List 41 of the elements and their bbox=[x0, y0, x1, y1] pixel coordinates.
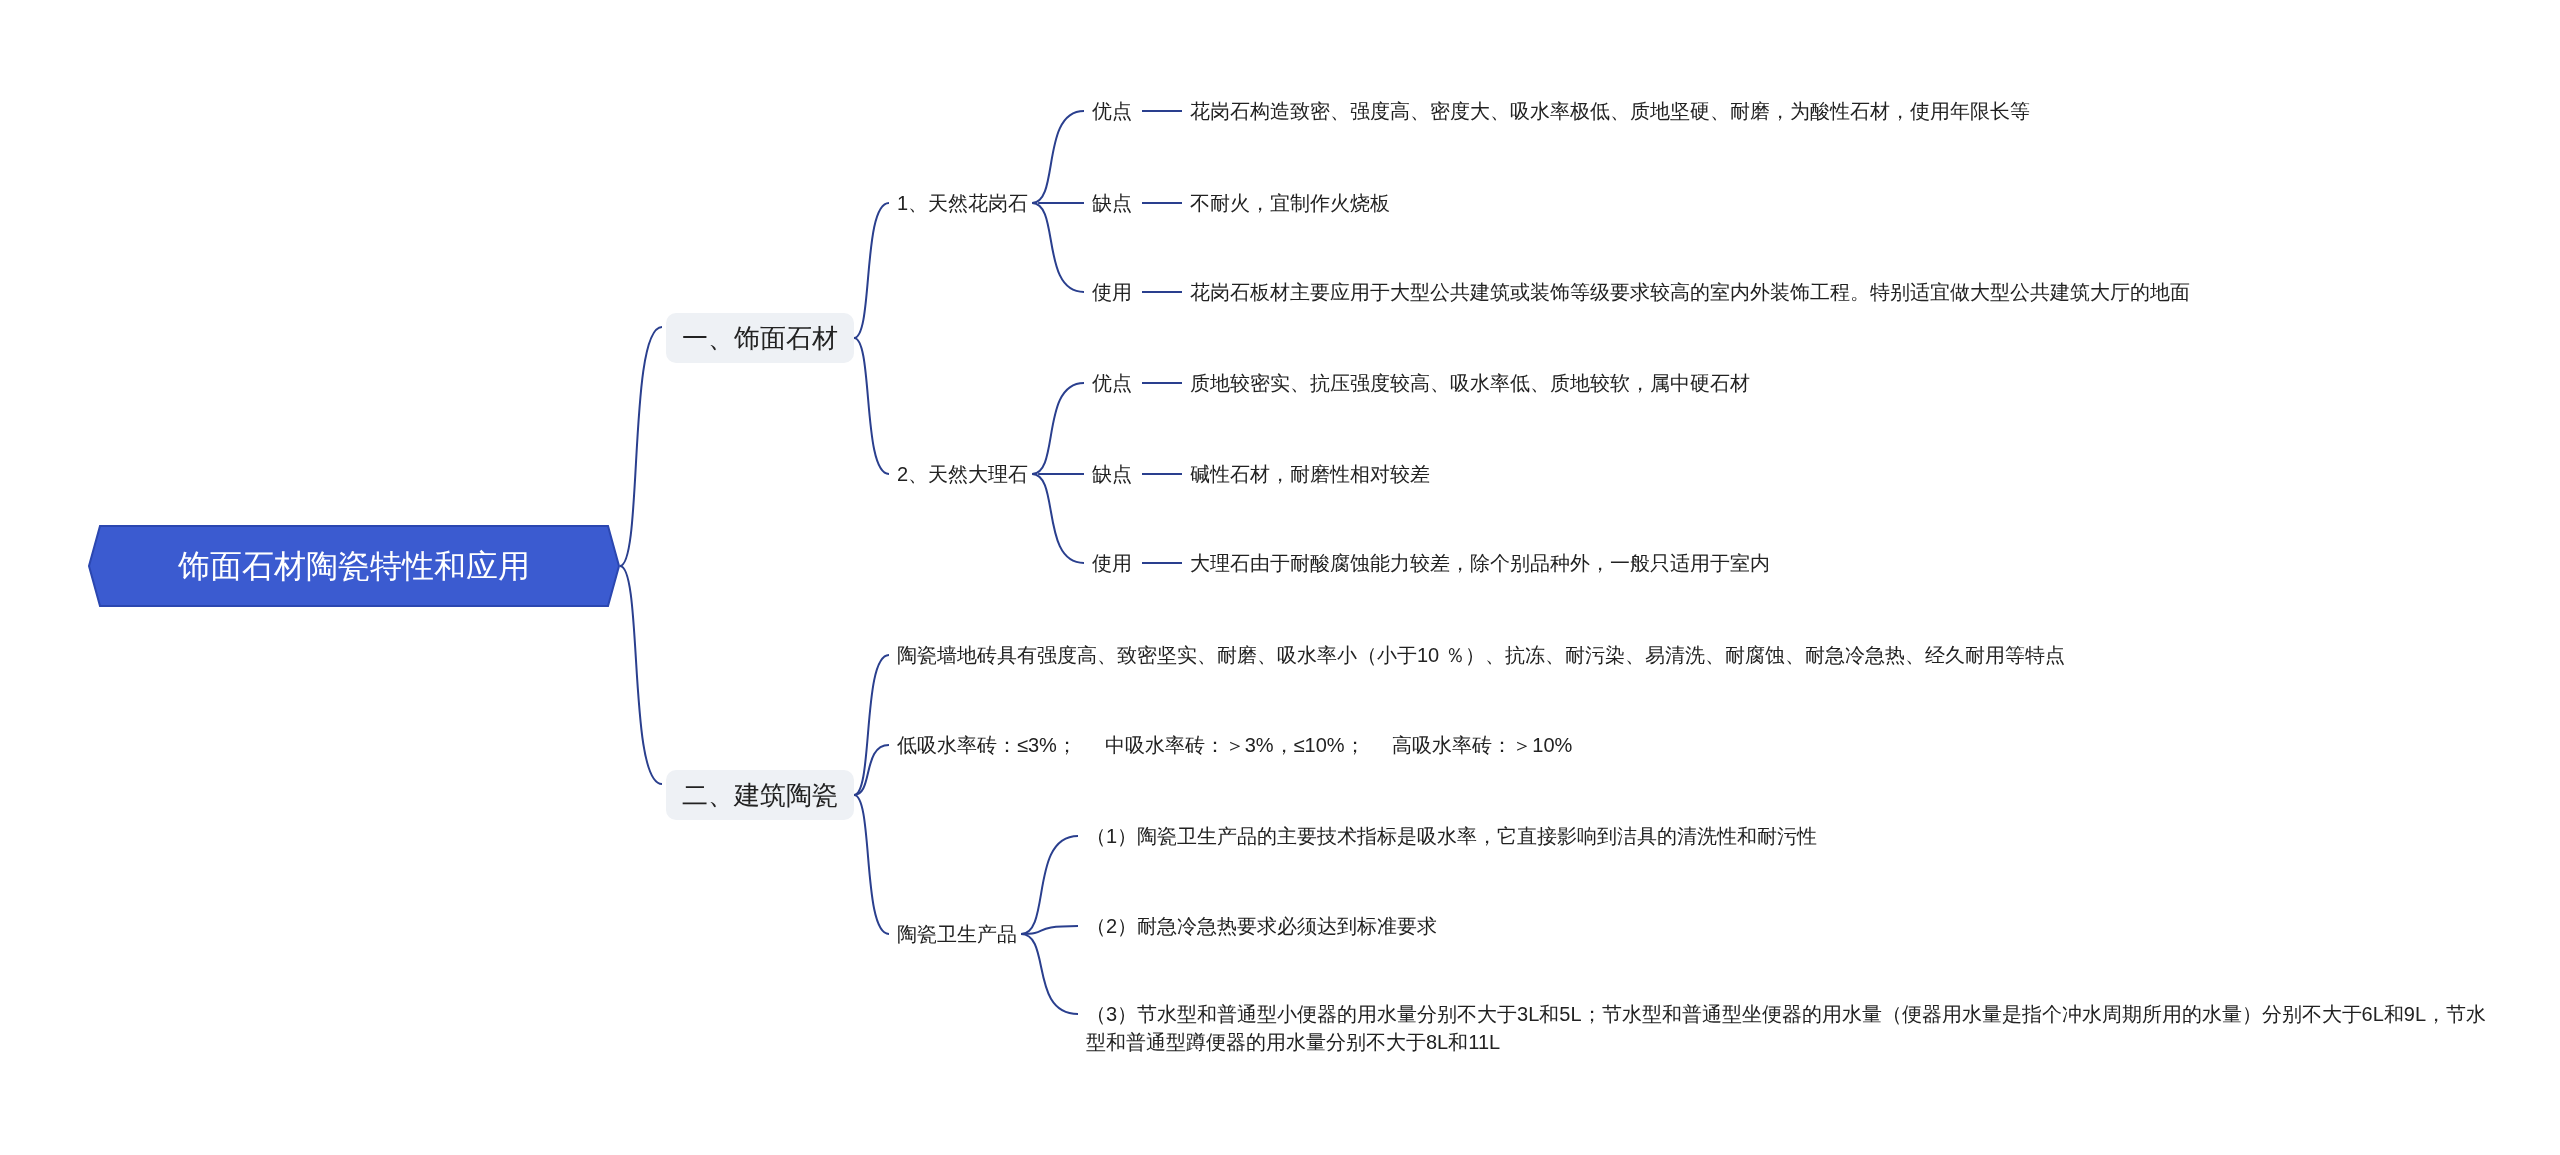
connector-line bbox=[853, 337, 890, 475]
topic-box: 一、饰面石材 bbox=[666, 313, 854, 363]
topic-text: 花岗石构造致密、强度高、密度大、吸水率极低、质地坚硬、耐磨，为酸性石材，使用年限长等 bbox=[1186, 97, 2034, 125]
topic-text: 碱性石材，耐磨性相对较差 bbox=[1186, 460, 1434, 488]
connector-line bbox=[1141, 202, 1183, 204]
topic-text: 花岗石板材主要应用于大型公共建筑或装饰等级要求较高的室内外装饰工程。特别适宜做大型公共建筑大厅的地面 bbox=[1186, 278, 2194, 306]
connector-line bbox=[853, 744, 890, 796]
connector-line bbox=[853, 654, 890, 796]
topic-text: 1、天然花岗石 bbox=[893, 189, 1033, 217]
connector-line bbox=[1020, 933, 1079, 1015]
connector-line bbox=[853, 202, 890, 339]
topic-text: 不耐火，宜制作火烧板 bbox=[1186, 189, 1394, 217]
topic-text: 缺点 bbox=[1088, 460, 1136, 488]
connector-line bbox=[1141, 473, 1183, 475]
topic-text: 大理石由于耐酸腐蚀能力较差，除个别品种外，一般只适用于室内 bbox=[1186, 549, 1774, 577]
connector-line bbox=[1031, 202, 1085, 293]
connector-line bbox=[1031, 473, 1085, 564]
topic-text: 缺点 bbox=[1088, 189, 1136, 217]
topic-text: （2）耐急冷急热要求必须达到标准要求 bbox=[1082, 912, 1442, 940]
topic-text: 质地较密实、抗压强度较高、吸水率低、质地较软，属中硬石材 bbox=[1186, 369, 1754, 397]
topic-text: 陶瓷墙地砖具有强度高、致密坚实、耐磨、吸水率小（小于10 ％）、抗冻、耐污染、易清洗、耐腐蚀、耐急冷急热、经久耐用等特点 bbox=[893, 641, 2069, 669]
connector-line bbox=[1141, 382, 1183, 384]
topic-text: （3）节水型和普通型小便器的用水量分别不大于3L和5L；节水型和普通型坐便器的用水量（便器用水量是指个冲水周期所用的水量）分别不大于6L和9L，节水型和普通型蹲便器的用水量分别不大于8L和11L bbox=[1082, 1000, 2502, 1056]
connector-line bbox=[1037, 473, 1085, 475]
topic-text: 低吸水率砖：≤3%； 中吸水率砖：＞3%，≤10%； 高吸水率砖：＞10% bbox=[893, 731, 1577, 759]
connector-line bbox=[1037, 202, 1085, 204]
topic-text: 使用 bbox=[1088, 278, 1136, 306]
connector-line bbox=[1141, 562, 1183, 564]
topic-text: 优点 bbox=[1088, 369, 1136, 397]
topic-text: （1）陶瓷卫生产品的主要技术指标是吸水率，它直接影响到洁具的清洗性和耐污性 bbox=[1082, 822, 1822, 850]
connector-line bbox=[853, 794, 890, 935]
connector-line bbox=[1141, 110, 1183, 112]
root-topic: 饰面石材陶瓷特性和应用 bbox=[88, 525, 620, 607]
topic-text: 使用 bbox=[1088, 549, 1136, 577]
topic-text: 优点 bbox=[1088, 97, 1136, 125]
connector-line bbox=[619, 565, 663, 785]
topic-box: 二、建筑陶瓷 bbox=[666, 770, 854, 820]
topic-text: 2、天然大理石 bbox=[893, 460, 1033, 488]
topic-text: 陶瓷卫生产品 bbox=[893, 920, 1021, 948]
connector-line bbox=[1141, 291, 1183, 293]
connector-line bbox=[619, 326, 663, 567]
